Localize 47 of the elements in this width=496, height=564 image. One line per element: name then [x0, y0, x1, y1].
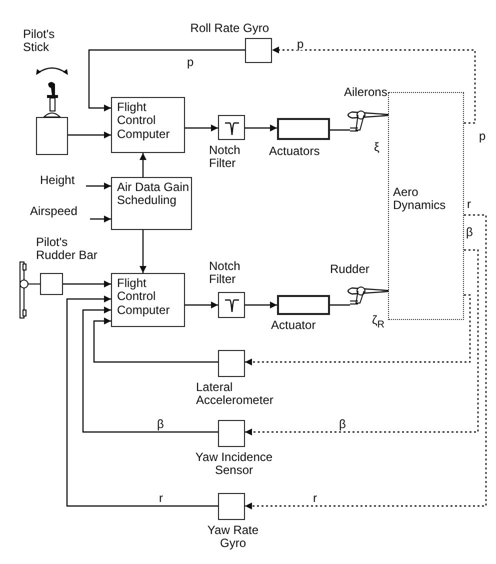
block-label: Aero Dynamics [393, 186, 447, 213]
dynamics-region [388, 92, 464, 320]
feedback-arrow [245, 249, 479, 436]
signal-arrow [140, 230, 146, 273]
block-label: Notch Filter [209, 144, 242, 171]
input-label: Airspeed [30, 205, 78, 218]
signal-arrow [185, 302, 218, 308]
signal-label: β [338, 418, 347, 430]
signal-label: β [156, 418, 165, 430]
block-label: Flight Control Computer [117, 277, 171, 318]
signal-arrow [93, 318, 218, 363]
signal-arrow [245, 302, 277, 308]
signal-arrow [245, 124, 277, 132]
feedback-arrow [245, 294, 471, 366]
block-label: Notch Filter [209, 260, 242, 287]
input-label: Height [40, 174, 75, 188]
block-box [111, 177, 192, 230]
deflection-symbol: ζ$_{R}$ [372, 314, 385, 331]
block-label: Yaw Rate Gyro [206, 524, 260, 551]
feedback-arrow [245, 214, 487, 510]
block-label: Yaw Incidence Sensor [194, 451, 274, 478]
signal-arrow [140, 153, 146, 177]
block-label: Roll Rate Gyro [189, 22, 269, 35]
block-label: Rudder [330, 263, 370, 276]
signal-label: p [479, 130, 486, 142]
block-label: Pilot's Rudder Bar [36, 236, 98, 263]
signal-arrow [88, 49, 245, 112]
feedback-arrow [272, 46, 476, 124]
block-label: Ailerons [344, 86, 388, 100]
deflection-symbol: ξ [374, 141, 380, 154]
block-label: Air Data Gain Scheduling [117, 181, 190, 208]
block-box [111, 273, 185, 327]
signal-label: r [467, 198, 471, 210]
signal-label: β [466, 226, 473, 238]
signal-arrow [90, 216, 111, 222]
signal-arrow [63, 280, 111, 288]
signal-arrow [66, 296, 218, 507]
signal-arrow [68, 132, 111, 138]
signal-arrow [86, 182, 111, 190]
block-label: Pilot's Stick [23, 28, 56, 55]
block-label: Flight Control Computer [117, 101, 171, 142]
block-label: Lateral Accelerometer [196, 381, 274, 408]
block-label: Actuator [271, 319, 317, 332]
block-box [111, 97, 185, 153]
block-label: Actuators [269, 145, 321, 158]
signal-arrow [82, 306, 218, 433]
signal-arrow [185, 124, 218, 132]
